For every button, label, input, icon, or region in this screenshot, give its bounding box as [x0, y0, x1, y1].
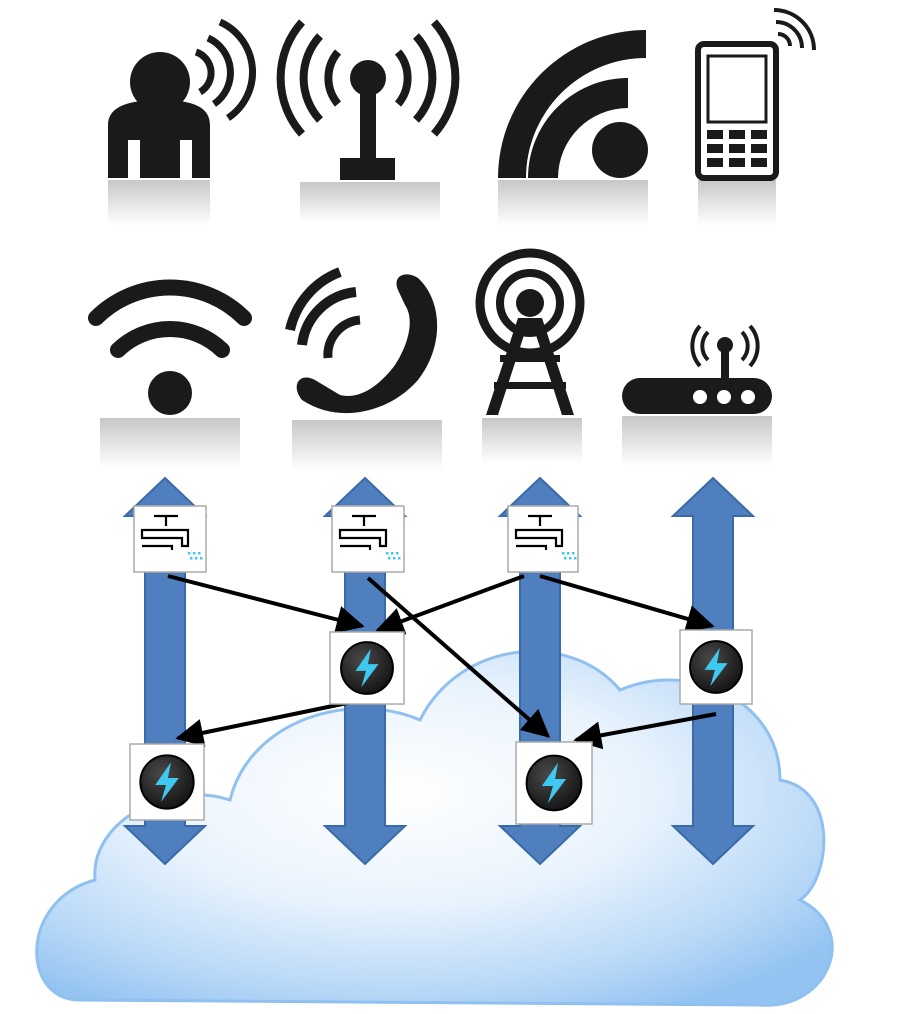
bolt-shape — [704, 647, 728, 687]
water-tap-icon — [514, 514, 564, 550]
edge-bolt2-to-bolt3 — [573, 712, 717, 750]
water-drop — [564, 557, 567, 560]
water-drop — [388, 557, 391, 560]
water-drop — [396, 552, 399, 555]
water-drop — [574, 557, 577, 560]
top-icon-row — [108, 8, 816, 225]
water-tap-icon — [140, 514, 190, 550]
water-drop — [567, 552, 570, 555]
lightning-bolt-icon — [139, 754, 195, 810]
node-bolt2 — [679, 629, 753, 705]
middle-icon-row — [88, 248, 772, 470]
operator-nodes — [129, 505, 753, 825]
water-drops — [562, 552, 577, 560]
tap-outline — [140, 514, 190, 550]
node-tap3 — [507, 505, 579, 573]
edge-tap3-to-bolt1 — [375, 574, 525, 635]
person-broadcast-icon — [108, 18, 257, 225]
water-drop — [190, 557, 193, 560]
edge-tap1-to-bolt1 — [167, 574, 365, 634]
water-drop — [391, 552, 394, 555]
connector-edges — [167, 574, 717, 750]
edge-tap2-to-bolt3 — [366, 576, 551, 738]
water-drop — [193, 552, 196, 555]
water-drop — [188, 552, 191, 555]
radio-antenna-icon — [276, 19, 460, 222]
cloud — [35, 649, 834, 1007]
water-tap-icon — [338, 514, 388, 550]
water-drop — [572, 552, 575, 555]
wifi-quarter-icon — [498, 30, 648, 225]
node-tap2 — [331, 505, 405, 573]
lightning-bolt-icon — [525, 754, 583, 812]
water-drop — [393, 557, 396, 560]
lightning-bolt-icon — [340, 641, 394, 695]
node-bolt4 — [129, 743, 205, 821]
node-tap1 — [133, 505, 207, 573]
node-bolt3 — [515, 741, 593, 825]
edge-bolt1-to-bolt4 — [175, 700, 353, 747]
water-drop — [195, 557, 198, 560]
bolt-shape — [541, 762, 567, 804]
wireless-router-icon — [622, 324, 772, 466]
water-drop — [386, 552, 389, 555]
water-drop — [200, 557, 203, 560]
water-drop — [398, 557, 401, 560]
water-drops — [188, 552, 203, 560]
water-drop — [569, 557, 572, 560]
lightning-bolt-icon — [689, 640, 743, 694]
tap-outline — [514, 514, 564, 550]
radio-tower-icon — [475, 248, 585, 463]
water-drops — [386, 552, 401, 560]
bolt-shape — [155, 762, 179, 802]
edge-tap3-to-bolt2 — [539, 574, 715, 633]
water-drop — [198, 552, 201, 555]
bolt-shape — [355, 648, 379, 688]
cloud-shape — [35, 649, 834, 1007]
node-bolt1 — [329, 631, 405, 705]
mobile-phone-icon — [695, 8, 816, 225]
phone-handset-icon — [285, 267, 442, 470]
water-drop — [562, 552, 565, 555]
tap-outline — [338, 514, 388, 550]
wifi-icon — [88, 279, 252, 468]
